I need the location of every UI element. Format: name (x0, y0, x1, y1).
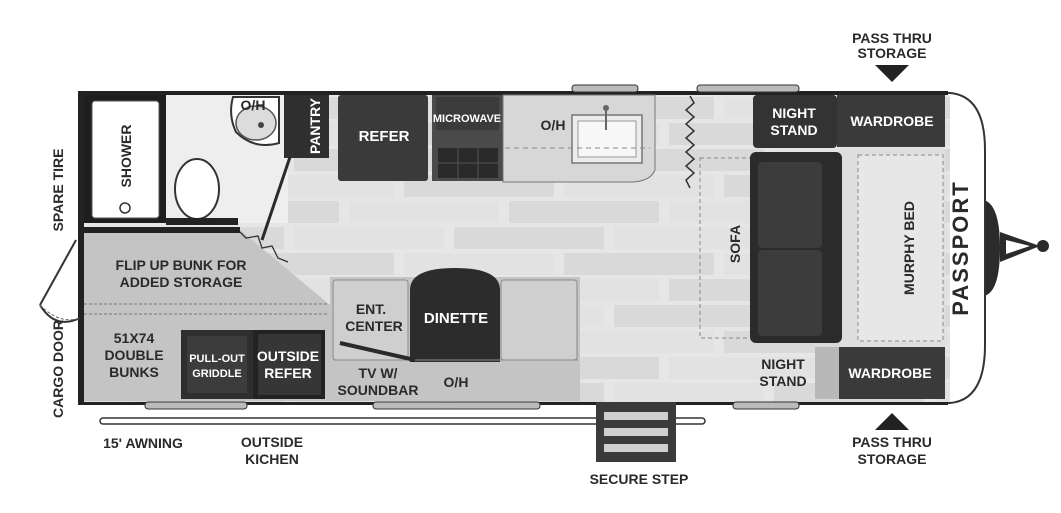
pass-thru-arrow-bottom (875, 413, 909, 430)
wardrobe-bottom (837, 347, 945, 399)
night-stand-bottom (815, 347, 839, 399)
floor-plank (614, 305, 764, 327)
front-cap (939, 92, 986, 404)
refer (338, 95, 428, 181)
pass-thru-arrow-top (875, 65, 909, 82)
sofa (699, 152, 842, 343)
night-stand-top (753, 95, 837, 148)
cargo-door-swing (39, 239, 81, 323)
pass-thru-bottom-line1: PASS THRU (852, 434, 932, 450)
ent-center-line1: ENT. (356, 301, 386, 317)
refer-label: REFER (359, 128, 410, 145)
oh-bath-label: O/H (241, 97, 266, 113)
pullout-griddle-line1: PULL-OUT (189, 353, 245, 365)
outside-kitchen-line1: OUTSIDE (241, 434, 303, 450)
microwave (432, 95, 503, 181)
outside-refer (253, 330, 325, 399)
secure-step-label: SECURE STEP (590, 471, 689, 487)
pullout-griddle (181, 330, 253, 399)
awning (99, 417, 706, 425)
outside-refer-line2: REFER (264, 365, 311, 381)
tv-soundbar-line2: SOUNDBAR (338, 382, 419, 398)
night-stand-top-line1: NIGHT (772, 105, 816, 121)
wardrobe-top-label: WARDROBE (850, 113, 933, 129)
floor-plank (454, 227, 604, 249)
awning-label: 15' AWNING (103, 435, 183, 451)
oh-dinette-label: O/H (444, 374, 469, 390)
dinette (330, 268, 580, 401)
oh-kitchen-label: O/H (541, 117, 566, 133)
pass-thru-top-line1: PASS THRU (852, 30, 932, 46)
windows (144, 84, 800, 410)
floor-plank (509, 201, 659, 223)
shower-label: SHOWER (118, 125, 134, 188)
brand-logo: PASSPORT (948, 180, 973, 315)
pass-thru-bottom-line2: STORAGE (858, 451, 927, 467)
bathroom (84, 95, 288, 225)
wardrobe-bottom-label: WARDROBE (848, 365, 931, 381)
floor-plank (669, 357, 819, 379)
night-stand-top-line2: STAND (770, 122, 817, 138)
bunks-line2: DOUBLE (104, 347, 163, 363)
pantry-label: PANTRY (307, 97, 323, 154)
flip-up-bunk-line2: ADDED STORAGE (120, 274, 243, 290)
flip-up-bunk-line1: FLIP UP BUNK FOR (116, 257, 247, 273)
cargo-door-label: CARGO DOOR (50, 320, 66, 418)
floor-plank (564, 253, 714, 275)
pantry (284, 95, 329, 158)
pass-thru-top-line2: STORAGE (858, 45, 927, 61)
curtain (684, 95, 696, 189)
microwave-label: MICROWAVE (433, 113, 501, 125)
hitch (984, 200, 1049, 296)
kitchen-counter (502, 94, 656, 183)
dinette-label: DINETTE (424, 310, 488, 327)
ent-center-line2: CENTER (345, 318, 403, 334)
floor-plank (349, 201, 499, 223)
outside-refer-line1: OUTSIDE (257, 348, 319, 364)
tv-soundbar-line1: TV W/ (359, 365, 398, 381)
floor-plank (294, 227, 444, 249)
floor-plank (614, 227, 764, 249)
sofa-label: SOFA (727, 225, 743, 263)
bunks-line1: 51X74 (114, 330, 155, 346)
outside-kitchen-line2: KICHEN (245, 451, 299, 467)
floor-plank (614, 383, 764, 402)
night-stand-bottom-line1: NIGHT (761, 356, 805, 372)
spare-tire-label: SPARE TIRE (50, 149, 66, 232)
murphy-bed-label: MURPHY BED (901, 201, 917, 295)
wardrobe-top (837, 95, 945, 147)
floor-plank (564, 331, 714, 353)
secure-step (596, 402, 676, 462)
bunks-line3: BUNKS (109, 364, 159, 380)
pullout-griddle-line2: GRIDDLE (192, 368, 242, 380)
murphy-bed (840, 148, 945, 347)
night-stand-bottom-line2: STAND (759, 373, 806, 389)
